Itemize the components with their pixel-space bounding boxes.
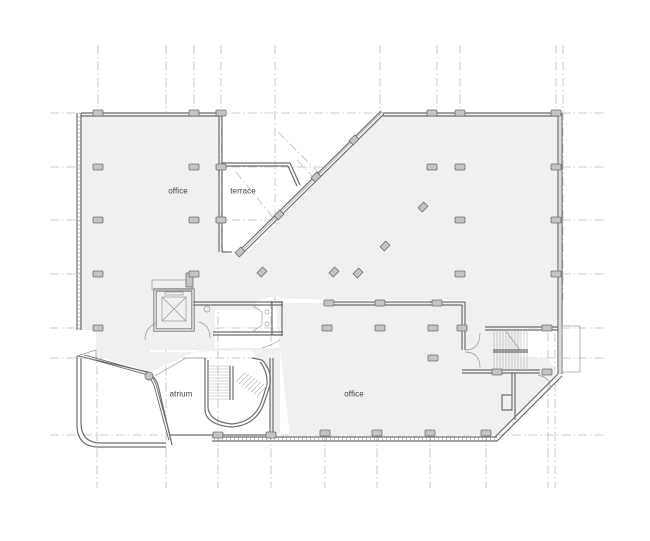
exterior-walls <box>76 110 581 448</box>
service-core <box>144 272 283 349</box>
office-east-floor <box>245 113 558 435</box>
floor-areas <box>80 113 558 435</box>
room-label-office-south: office <box>344 389 364 399</box>
room-label-terrace: terrace <box>230 186 256 196</box>
atrium-wall <box>75 349 270 446</box>
lobby-floor <box>96 330 280 435</box>
central-stair <box>204 357 274 435</box>
structural-columns <box>92 109 562 439</box>
room-label-office-north: office <box>168 186 188 196</box>
office-north-floor <box>80 113 280 350</box>
room-label-atrium: atrium <box>169 389 193 399</box>
